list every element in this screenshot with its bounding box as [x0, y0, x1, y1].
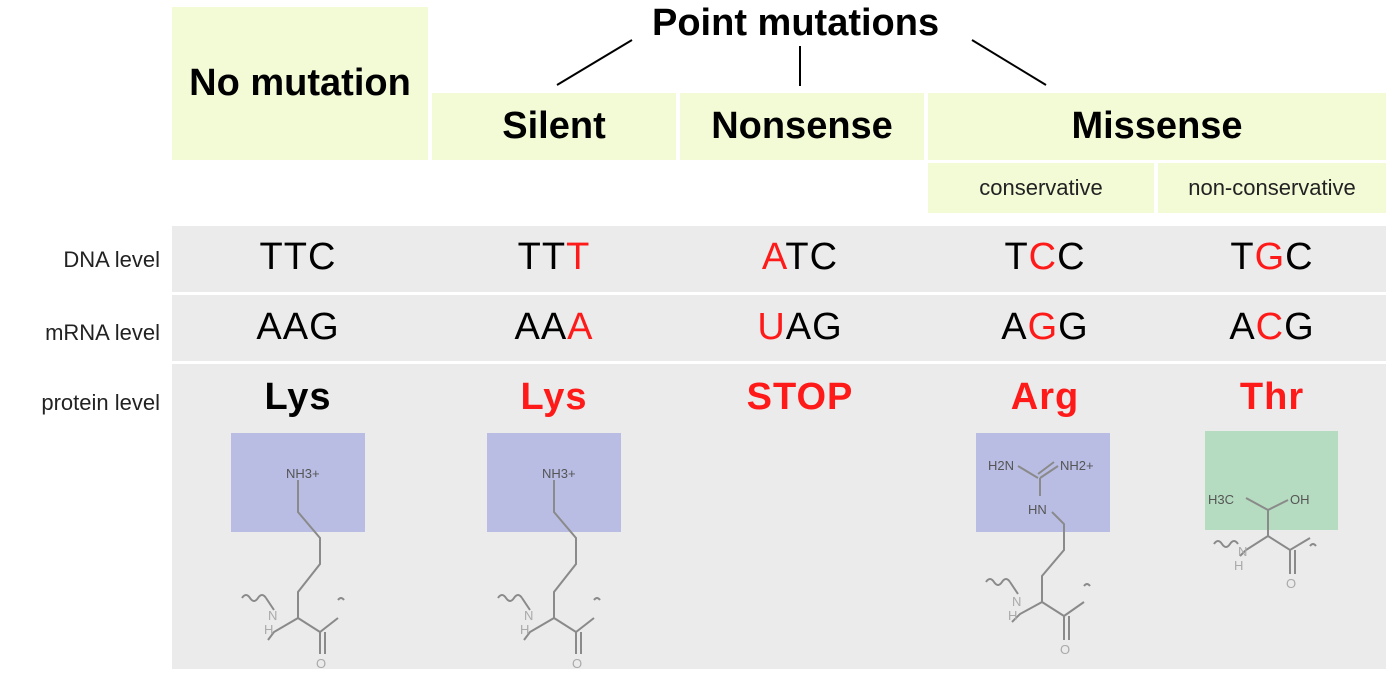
- protein-cell-col3: STOP: [746, 376, 854, 418]
- lys2-o-label: O: [572, 656, 582, 670]
- dna-base: T: [1230, 236, 1255, 278]
- dna-base: C: [809, 236, 839, 278]
- mrna-base: A: [540, 306, 568, 348]
- dna-base: C: [1285, 236, 1314, 278]
- dna-cell-col4: TCC: [945, 236, 1145, 279]
- mrna-cell-col4: AGG: [945, 306, 1145, 349]
- arg-o-label: O: [1060, 642, 1070, 657]
- dna-base: T: [785, 236, 810, 278]
- arg-h-label: H: [1008, 608, 1017, 623]
- header-nonsense: Nonsense: [680, 93, 924, 160]
- header-no-mutation-label: No mutation: [189, 62, 411, 104]
- mrna-base: A: [785, 306, 813, 348]
- dna-base: T: [541, 236, 567, 278]
- lys1-o-label: O: [316, 656, 326, 670]
- lys1-h-label: H: [264, 622, 273, 637]
- mrna-base: G: [1058, 306, 1089, 348]
- dna-row-panel: [172, 226, 1386, 292]
- mrna-base: G: [1027, 306, 1059, 348]
- dna-cell-col2: TTT: [454, 236, 654, 279]
- mrna-base: C: [1255, 306, 1285, 348]
- header-conservative: conservative: [928, 163, 1154, 213]
- mrna-base: A: [1229, 306, 1256, 348]
- dna-base: C: [1057, 236, 1086, 278]
- lys1-nh3-label: NH3+: [286, 466, 320, 481]
- header-non-conservative: non-conservative: [1158, 163, 1386, 213]
- protein-cell-col2: Lys: [520, 376, 588, 418]
- title-connector-lines: [556, 39, 1047, 86]
- title-point-mutations: Point mutations: [652, 2, 940, 44]
- dna-base: A: [761, 236, 786, 278]
- mrna-base: A: [514, 306, 541, 348]
- arg-hn-label: HN: [1028, 502, 1047, 517]
- dna-base: C: [1028, 236, 1058, 278]
- dna-base: C: [307, 236, 337, 278]
- dna-cell-col1: TTC: [198, 236, 398, 279]
- header-nonsense-label: Nonsense: [711, 105, 893, 147]
- protein-cell-col1: Lys: [264, 376, 332, 418]
- mrna-base: A: [1001, 306, 1028, 348]
- lys2-h-label: H: [520, 622, 529, 637]
- header-missense: Missense: [928, 93, 1386, 160]
- mrna-base: A: [567, 306, 594, 348]
- header-non-conservative-label: non-conservative: [1188, 175, 1356, 200]
- arg-h2n-label: H2N: [988, 458, 1014, 473]
- protein-cell-col4: Arg: [1010, 376, 1080, 418]
- arg-nh2-label: NH2+: [1060, 458, 1094, 473]
- mrna-base: G: [812, 306, 843, 348]
- lys2-n-label: N: [524, 608, 533, 623]
- mrna-row-panel: [172, 295, 1386, 361]
- dna-base: T: [566, 236, 591, 278]
- connector-to-missense: [971, 39, 1047, 86]
- thr-oh-label: OH: [1290, 492, 1310, 507]
- header-no-mutation: No mutation: [172, 7, 428, 160]
- mrna-base: A: [282, 306, 310, 348]
- thr-n-label: N: [1238, 544, 1247, 559]
- lys1-n-label: N: [268, 608, 277, 623]
- mrna-base: G: [1284, 306, 1315, 348]
- lys2-nh3-label: NH3+: [542, 466, 576, 481]
- dna-cell-col3: ATC: [700, 236, 900, 279]
- mrna-base: G: [309, 306, 340, 348]
- thr-o-label: O: [1286, 576, 1296, 591]
- row-label-protein: protein level: [41, 390, 160, 415]
- dna-cell-col5: TGC: [1172, 236, 1372, 279]
- protein-cell-col5: Thr: [1239, 376, 1305, 418]
- dna-base: T: [283, 236, 308, 278]
- dna-base: T: [517, 236, 542, 278]
- dna-base: T: [259, 236, 284, 278]
- thr-h3c-label: H3C: [1208, 492, 1234, 507]
- mrna-cell-col5: ACG: [1172, 306, 1372, 349]
- lysine-structure-2: NH3+ N H O: [497, 466, 601, 670]
- header-silent: Silent: [432, 93, 676, 160]
- header-conservative-label: conservative: [979, 175, 1103, 200]
- lysine-structure-1: NH3+ N H O: [241, 466, 345, 670]
- protein-row-panel: [172, 364, 1386, 669]
- side-chain-box-thr: [1205, 431, 1338, 530]
- arginine-structure: H2N NH2+ HN N H O: [985, 458, 1094, 657]
- dna-base: T: [1004, 236, 1029, 278]
- mrna-base: U: [757, 306, 786, 348]
- header-silent-label: Silent: [502, 105, 606, 147]
- row-label-dna: DNA level: [63, 247, 160, 272]
- thr-h-label: H: [1234, 558, 1243, 573]
- mrna-cell-col2: AAA: [454, 306, 654, 349]
- dna-base: G: [1254, 236, 1286, 278]
- mrna-base: A: [256, 306, 283, 348]
- side-chain-box-arg: [976, 433, 1110, 532]
- connector-to-silent: [556, 39, 633, 86]
- mrna-cell-col1: AAG: [198, 306, 398, 349]
- header-missense-label: Missense: [1071, 105, 1243, 147]
- row-label-mrna: mRNA level: [45, 320, 160, 345]
- mrna-cell-col3: UAG: [700, 306, 900, 349]
- arg-n-label: N: [1012, 594, 1021, 609]
- threonine-structure: H3C OH N H O: [1208, 492, 1317, 591]
